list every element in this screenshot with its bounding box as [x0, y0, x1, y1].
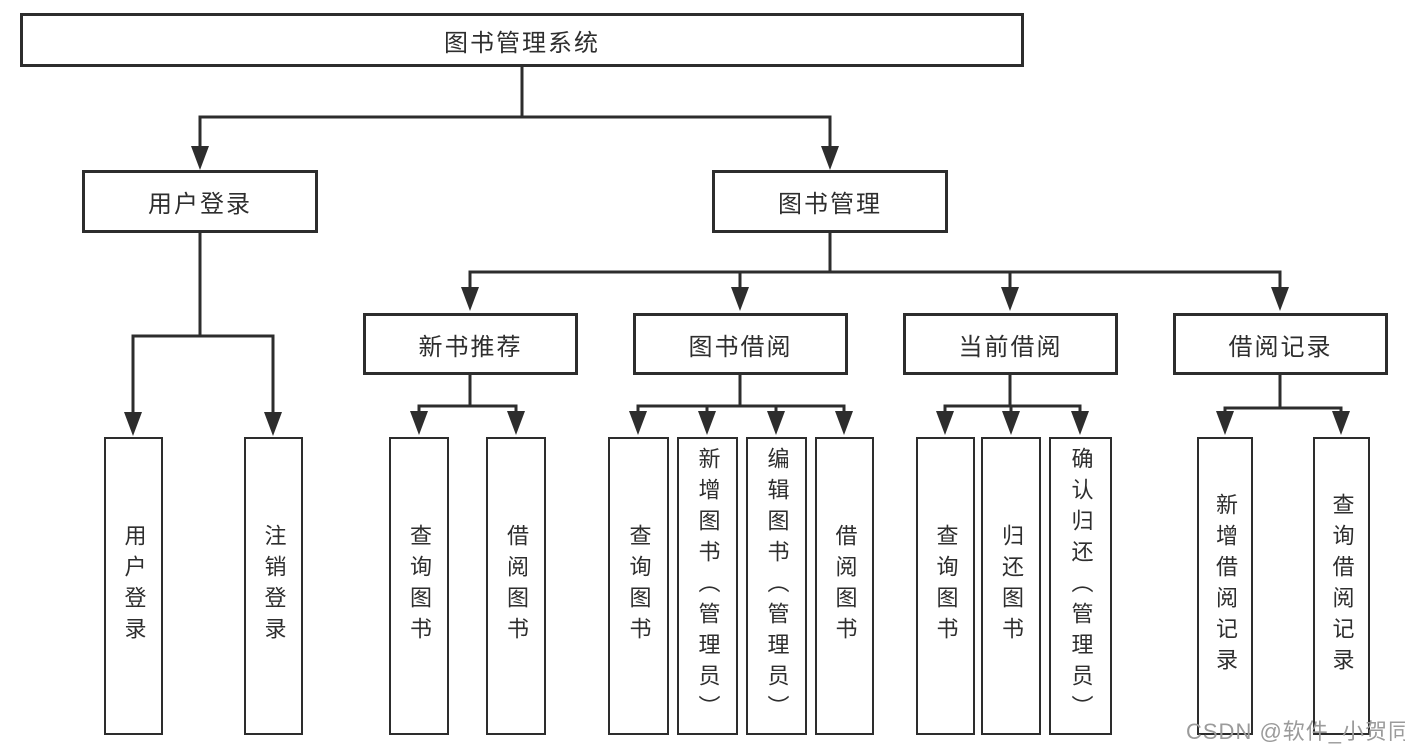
arrowhead: [461, 287, 479, 311]
node-borrow-record: 借阅记录: [1173, 313, 1388, 375]
arrowhead: [1002, 411, 1020, 435]
node-user-login: 用户登录: [82, 170, 318, 233]
arrowhead: [264, 412, 282, 436]
node-current-borrow: 当前借阅: [903, 313, 1118, 375]
arrowhead: [191, 146, 209, 170]
node-edit-book-admin: 编辑图书（管理员）: [746, 437, 807, 735]
node-confirm-return-admin: 确认归还（管理员）: [1049, 437, 1112, 735]
node-logout: 注销登录: [244, 437, 303, 735]
csdn-watermark: CSDN @软件_小贺同学: [1186, 719, 1405, 744]
node-book-borrow: 图书借阅: [633, 313, 848, 375]
connector-user-login-children: [124, 233, 282, 436]
node-user-login-leaf: 用户登录: [104, 437, 163, 735]
arrowhead: [1216, 411, 1234, 435]
arrowhead: [1271, 287, 1289, 311]
node-query-borrow-record: 查询借阅记录: [1313, 437, 1370, 735]
arrowhead: [835, 411, 853, 435]
node-query-book-3: 查询图书: [916, 437, 975, 735]
node-query-book-2: 查询图书: [608, 437, 669, 735]
arrowhead: [629, 411, 647, 435]
arrowhead: [936, 411, 954, 435]
node-add-book-admin: 新增图书（管理员）: [677, 437, 738, 735]
node-borrow-book-1: 借阅图书: [486, 437, 546, 735]
node-new-book-recommend: 新书推荐: [363, 313, 578, 375]
node-borrow-book-2: 借阅图书: [815, 437, 874, 735]
arrowhead: [1001, 287, 1019, 311]
arrowhead: [1332, 411, 1350, 435]
arrowhead: [698, 411, 716, 435]
connector-book-borrow-children: [629, 375, 853, 435]
arrowhead: [767, 411, 785, 435]
node-root-library-system: 图书管理系统: [20, 13, 1024, 67]
node-return-book: 归还图书: [981, 437, 1041, 735]
connector-current-borrow-children: [936, 375, 1089, 435]
arrowhead: [1071, 411, 1089, 435]
node-query-book-1: 查询图书: [389, 437, 449, 735]
connector-borrow-record-children: [1216, 375, 1350, 435]
connector-root-to-level2: [191, 67, 839, 170]
arrowhead: [507, 411, 525, 435]
node-book-management: 图书管理: [712, 170, 948, 233]
arrowhead: [731, 287, 749, 311]
arrowhead: [124, 412, 142, 436]
connector-book-management-children: [461, 233, 1289, 311]
arrowhead: [410, 411, 428, 435]
connector-new-book-children: [410, 375, 525, 435]
node-add-borrow-record: 新增借阅记录: [1197, 437, 1253, 735]
arrowhead: [821, 146, 839, 170]
